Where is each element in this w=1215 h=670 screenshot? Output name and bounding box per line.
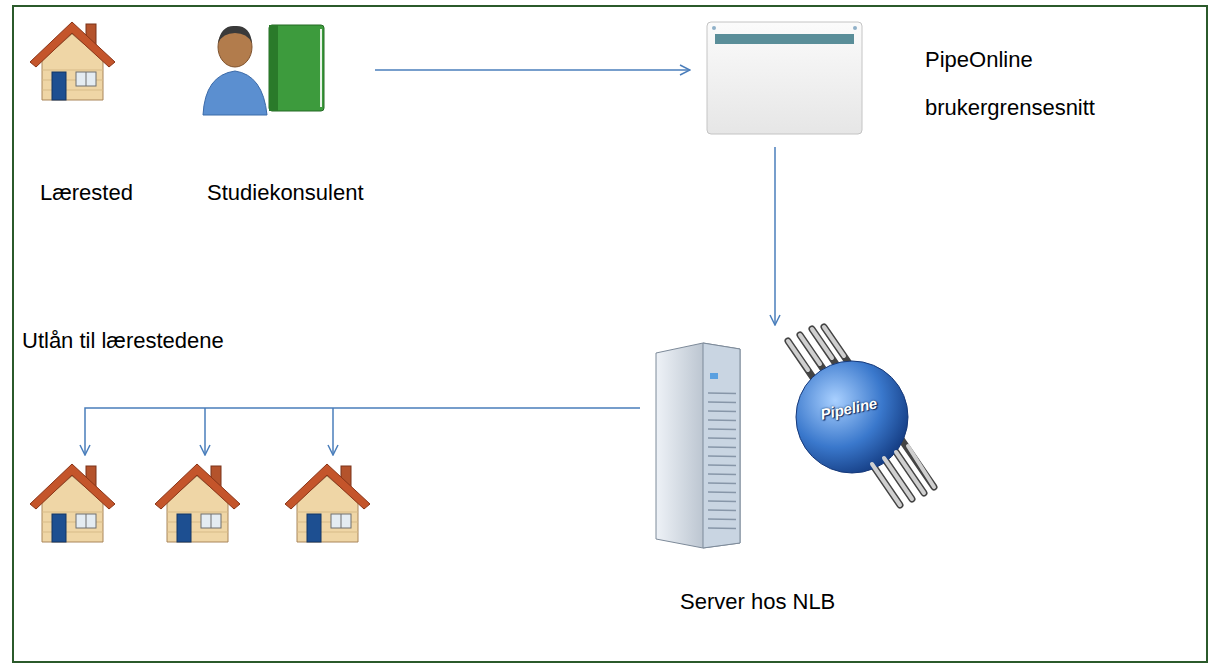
icon-group: Lærested xyxy=(28,12,148,212)
flow-arrow xyxy=(85,408,640,455)
flow-arrow xyxy=(774,147,776,325)
node-label: Lærested xyxy=(40,180,133,206)
flow-arrow xyxy=(204,408,206,455)
pipeline-globe xyxy=(772,327,937,507)
flow-arrow xyxy=(375,69,690,71)
icon-group: Studiekonsulent xyxy=(195,12,375,212)
house-icon xyxy=(30,456,115,546)
node-label: Studiekonsulent xyxy=(207,180,364,206)
flow-arrow xyxy=(332,408,334,455)
icon-group: PipeOnline brukergrensesnitt xyxy=(690,12,1170,147)
server-icon xyxy=(648,343,748,548)
house-icon xyxy=(30,14,115,104)
icon-group: Utlån til lærestedene xyxy=(18,322,388,552)
house-icon xyxy=(285,456,370,546)
node-label: Server hos NLB xyxy=(680,589,835,615)
window-icon xyxy=(705,20,865,138)
icon-group: Server hos NLB xyxy=(640,325,950,625)
consultant-icon xyxy=(197,17,332,117)
node-label: Utlån til lærestedene xyxy=(22,328,224,354)
node-label: PipeOnline brukergrensesnitt xyxy=(925,36,1140,132)
house-icon xyxy=(155,456,240,546)
